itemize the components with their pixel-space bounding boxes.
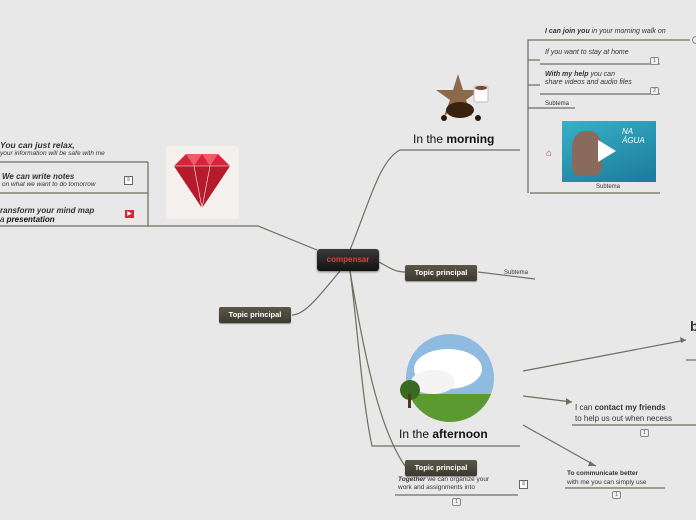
badge-count[interactable]: 1 [650,57,659,65]
transform-item[interactable]: ransform your mind map a presentation [0,206,95,224]
note-icon[interactable]: ≡ [124,176,133,185]
topic-left[interactable]: Topic principal [219,307,291,323]
morning-item-1[interactable]: I can join you in your morning walk on [545,28,666,35]
topic-bottom[interactable]: Topic principal [405,460,477,476]
subtopic-morning[interactable]: Subtema [545,101,570,107]
note-icon[interactable]: ≡ [519,480,528,489]
subtopic-middle[interactable]: Subtema [504,270,529,276]
badge-count[interactable]: 1 [612,491,621,499]
coffee-image [428,72,494,126]
expand-circle-icon[interactable] [692,36,696,44]
badge-count[interactable]: 1 [640,429,649,437]
central-topic[interactable]: compensar [317,249,379,271]
video-caption: Subtema [596,184,621,190]
play-icon[interactable] [598,140,616,162]
relax-item[interactable]: You can just relax, your information wil… [0,140,105,157]
notes-item[interactable]: We can write notes on what we want to do… [2,172,96,188]
morning-title[interactable]: In the morning [413,132,495,146]
communicate-item[interactable]: To communicate better with me you can si… [567,470,647,486]
together-item[interactable]: Together we can organize your work and a… [398,476,490,491]
video-thumbnail[interactable]: NA ÁGUA [562,121,656,182]
afternoon-title[interactable]: In the afternoon [399,427,488,441]
presentation-icon[interactable]: ▶ [125,210,134,218]
morning-item-3[interactable]: With my help you can share videos and au… [545,71,632,86]
cut-off-item[interactable]: b [690,318,696,334]
ruby-image[interactable] [166,146,239,219]
badge-count[interactable]: 2 [650,87,659,95]
swimmer-shape [572,131,602,175]
video-overlay-text: NA ÁGUA [622,127,645,145]
morning-item-2[interactable]: If you want to stay at home [545,49,629,56]
tree-image [398,334,494,424]
contact-item[interactable]: I can contact my friends to help us out … [575,403,672,423]
badge-count[interactable]: 1 [452,498,461,506]
topic-middle[interactable]: Topic principal [405,265,477,281]
home-icon[interactable]: ⌂ [546,148,553,159]
